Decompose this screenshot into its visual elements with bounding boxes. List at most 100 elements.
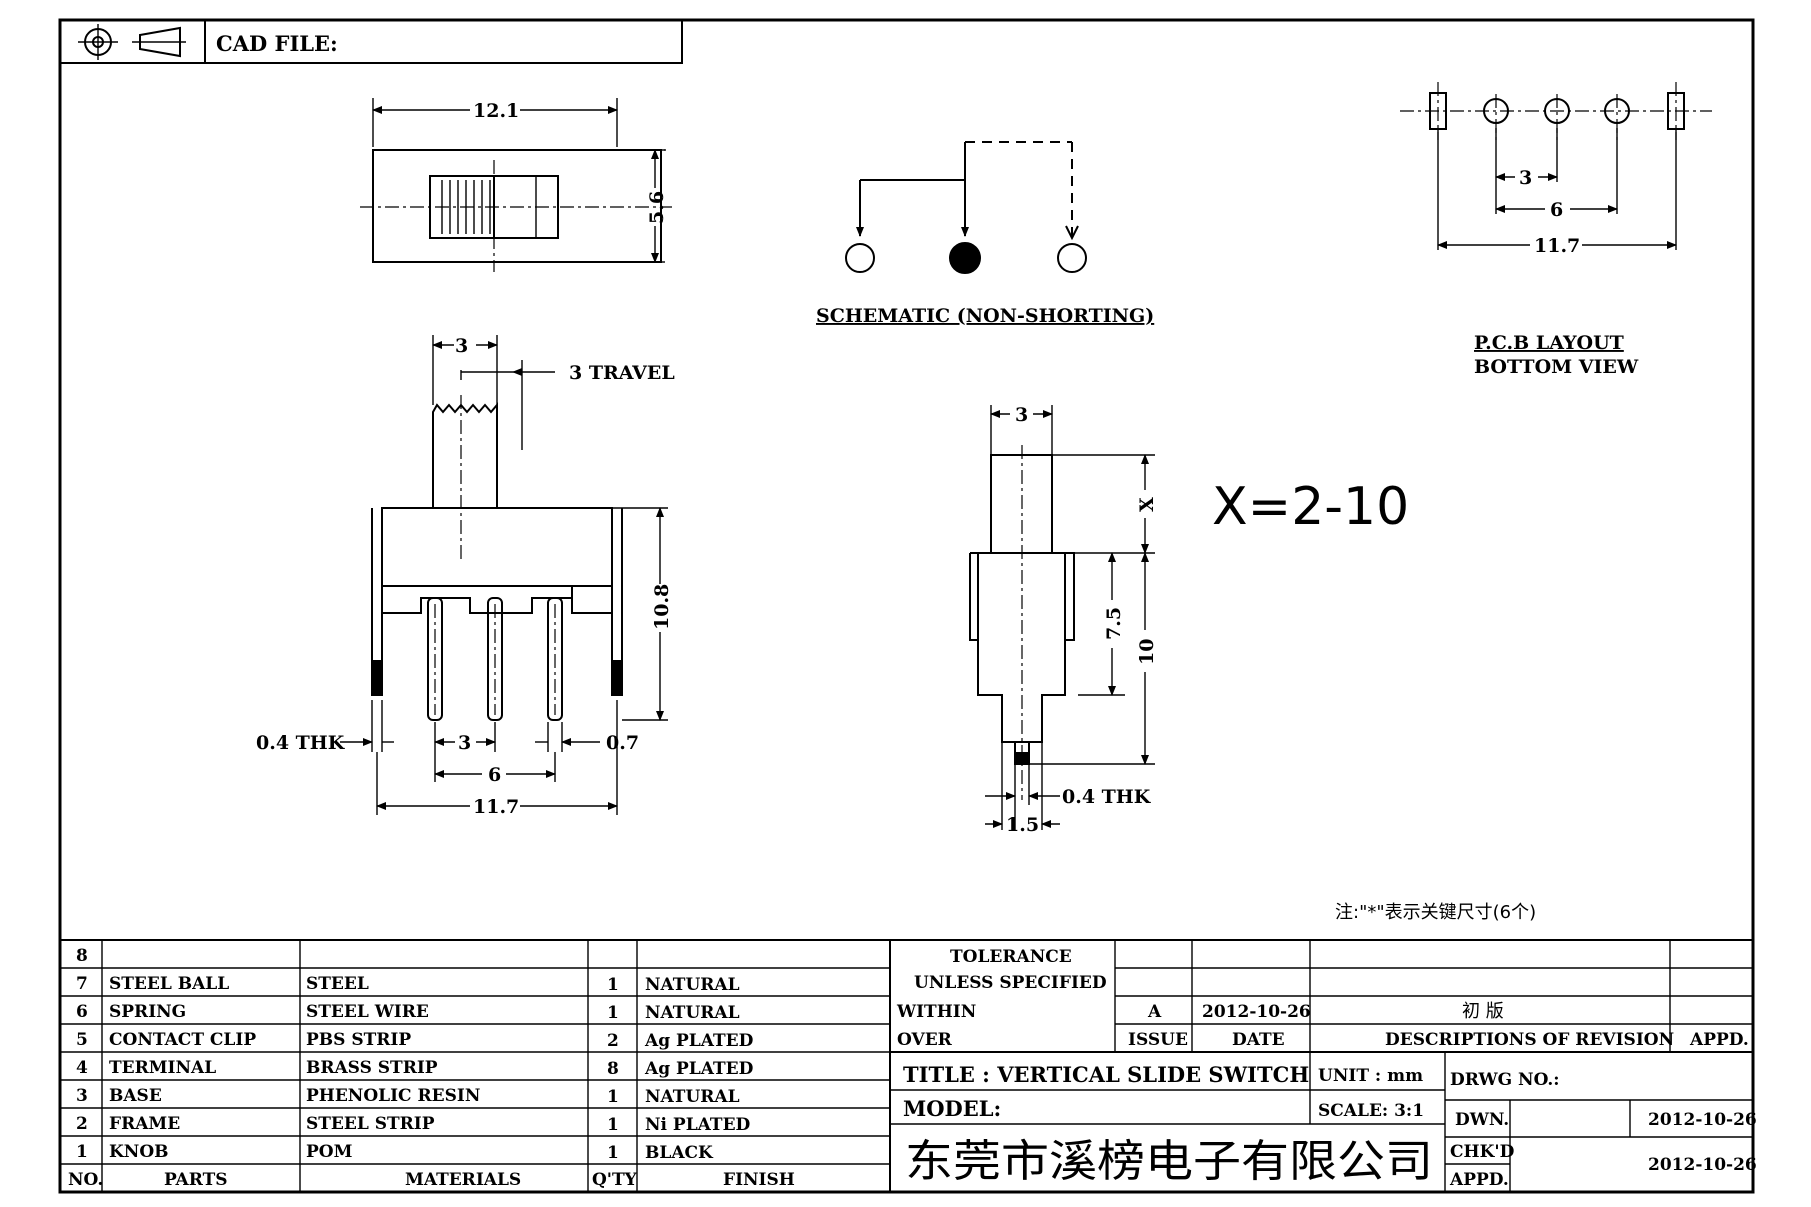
svg-text:KNOB: KNOB	[109, 1142, 169, 1162]
front-travel-label: 3 TRAVEL	[569, 362, 675, 384]
side-dim-1-5: 1.5	[1006, 814, 1039, 836]
approved-label: APPD.	[1449, 1170, 1509, 1190]
front-width-dim: 11.7	[473, 796, 519, 818]
checked-label: CHK'D	[1450, 1142, 1515, 1162]
svg-text:PHENOLIC RESIN: PHENOLIC RESIN	[306, 1086, 480, 1106]
svg-text:2: 2	[607, 1031, 619, 1051]
svg-text:6: 6	[76, 1002, 88, 1022]
bom-row: 6 SPRING STEEL WIRE 1 NATURAL	[76, 1002, 740, 1023]
drawn-date: 2012-10-26	[1648, 1110, 1757, 1130]
front-top-dim-3: 3	[455, 335, 468, 357]
svg-text:NATURAL: NATURAL	[645, 975, 740, 995]
svg-text:SPRING: SPRING	[109, 1002, 186, 1022]
descriptions-of-revision-label: DESCRIPTIONS OF REVISION	[1385, 1030, 1674, 1050]
svg-text:POM: POM	[306, 1142, 353, 1162]
svg-text:STEEL BALL: STEEL BALL	[109, 974, 229, 994]
unit-label: UNIT : mm	[1318, 1066, 1423, 1086]
front-pitch-3: 3	[458, 732, 471, 754]
pcb-dim-6: 6	[1550, 199, 1563, 221]
revision-date-value: 2012-10-26	[1202, 1002, 1311, 1022]
unless-specified-label: UNLESS SPECIFIED	[914, 973, 1107, 993]
svg-text:7: 7	[76, 974, 88, 994]
x-range-label: X=2-10	[1212, 477, 1409, 537]
bom-row: 5 CONTACT CLIP PBS STRIP 2 Ag PLATED	[76, 1030, 754, 1051]
revision-issue-value: A	[1147, 1002, 1162, 1022]
drawing-title: TITLE : VERTICAL SLIDE SWITCH	[903, 1062, 1309, 1087]
revision-description-value: 初 版	[1462, 1001, 1504, 1022]
svg-text:CONTACT CLIP: CONTACT CLIP	[109, 1030, 256, 1050]
svg-text:1: 1	[607, 1143, 619, 1163]
schematic-diagram	[845, 141, 1087, 274]
svg-text:NATURAL: NATURAL	[645, 1087, 740, 1107]
within-label: WITHIN	[896, 1002, 976, 1022]
svg-text:FRAME: FRAME	[109, 1114, 180, 1134]
revision-appd-label: APPD.	[1689, 1030, 1749, 1050]
svg-text:Q'TY: Q'TY	[592, 1170, 638, 1190]
bom-row: 4 TERMINAL BRASS STRIP 8 Ag PLATED	[76, 1058, 754, 1079]
svg-text:BASE: BASE	[109, 1086, 162, 1106]
bom-header-row: NO. PARTS MATERIALS Q'TY FINISH	[68, 1170, 795, 1190]
svg-text:Ag PLATED: Ag PLATED	[644, 1031, 754, 1051]
pcb-layout	[1400, 82, 1712, 250]
svg-text:3: 3	[76, 1086, 88, 1106]
side-view	[969, 405, 1155, 830]
front-height-dim: 10.8	[651, 584, 673, 630]
svg-text:NATURAL: NATURAL	[645, 1003, 740, 1023]
svg-text:BRASS STRIP: BRASS STRIP	[306, 1058, 438, 1078]
over-label: OVER	[897, 1030, 953, 1050]
front-pin-0-7: 0.7	[606, 732, 639, 754]
date-label: DATE	[1232, 1030, 1285, 1050]
svg-text:PARTS: PARTS	[164, 1170, 228, 1190]
top-view-width-dim: 12.1	[473, 100, 519, 122]
cad-file-label: CAD FILE:	[216, 31, 338, 56]
tolerance-label: TOLERANCE	[950, 947, 1072, 967]
pcb-dim-11-7: 11.7	[1534, 235, 1580, 257]
side-thk-label: 0.4 THK	[1062, 786, 1152, 808]
pcb-dim-3: 3	[1519, 167, 1532, 189]
svg-text:2: 2	[76, 1114, 88, 1134]
side-dim-7-5: 7.5	[1103, 607, 1125, 640]
schematic-title: SCHEMATIC (NON-SHORTING)	[816, 305, 1154, 327]
bom-row: 2 FRAME STEEL STRIP 1 Ni PLATED	[76, 1114, 751, 1135]
model-label: MODEL:	[903, 1096, 1001, 1121]
checked-date: 2012-10-26	[1648, 1155, 1757, 1175]
svg-text:BLACK: BLACK	[645, 1143, 714, 1163]
bom-row: 8	[76, 946, 88, 966]
svg-text:1: 1	[607, 1087, 619, 1107]
pcb-layout-title: P.C.B LAYOUT	[1474, 332, 1624, 354]
side-top-dim-3: 3	[1015, 404, 1028, 426]
front-pitch-6: 6	[488, 764, 501, 786]
svg-text:8: 8	[607, 1059, 619, 1079]
svg-text:STEEL WIRE: STEEL WIRE	[306, 1002, 429, 1022]
svg-text:4: 4	[76, 1058, 88, 1078]
scale-label: SCALE: 3:1	[1318, 1101, 1424, 1121]
sheet-border	[58, 18, 1755, 1194]
top-view-height-dim: 5.6	[646, 191, 668, 224]
title-block-grid	[890, 940, 1753, 1192]
svg-text:1: 1	[607, 1003, 619, 1023]
drawn-label: DWN.	[1455, 1110, 1509, 1130]
svg-text:1: 1	[607, 975, 619, 995]
svg-text:Ag PLATED: Ag PLATED	[644, 1059, 754, 1079]
side-x-dim: X	[1136, 497, 1158, 512]
svg-text:STEEL: STEEL	[306, 974, 369, 994]
svg-text:8: 8	[76, 946, 88, 966]
bom-row: 3 BASE PHENOLIC RESIN 1 NATURAL	[76, 1086, 740, 1107]
front-thk-label: 0.4 THK	[256, 732, 346, 754]
projection-symbol-icon	[78, 24, 186, 60]
front-view	[340, 335, 668, 815]
top-view: 12.1 5.6	[360, 98, 672, 272]
bom-row: 7 STEEL BALL STEEL 1 NATURAL	[76, 974, 740, 995]
svg-text:Ni PLATED: Ni PLATED	[645, 1115, 751, 1135]
svg-text:MATERIALS: MATERIALS	[405, 1170, 521, 1190]
company-name: 东莞市溪榜电子有限公司	[905, 1136, 1433, 1187]
bom-table-grid	[60, 939, 1753, 1192]
key-dimension-note: 注:"*"表示关键尺寸(6个)	[1335, 902, 1536, 923]
svg-text:STEEL STRIP: STEEL STRIP	[306, 1114, 435, 1134]
svg-text:NO.: NO.	[68, 1170, 103, 1190]
svg-text:TERMINAL: TERMINAL	[109, 1058, 216, 1078]
issue-label: ISSUE	[1128, 1030, 1188, 1050]
pcb-layout-subtitle: BOTTOM VIEW	[1474, 356, 1639, 378]
bom-row: 1 KNOB POM 1 BLACK	[76, 1142, 714, 1163]
